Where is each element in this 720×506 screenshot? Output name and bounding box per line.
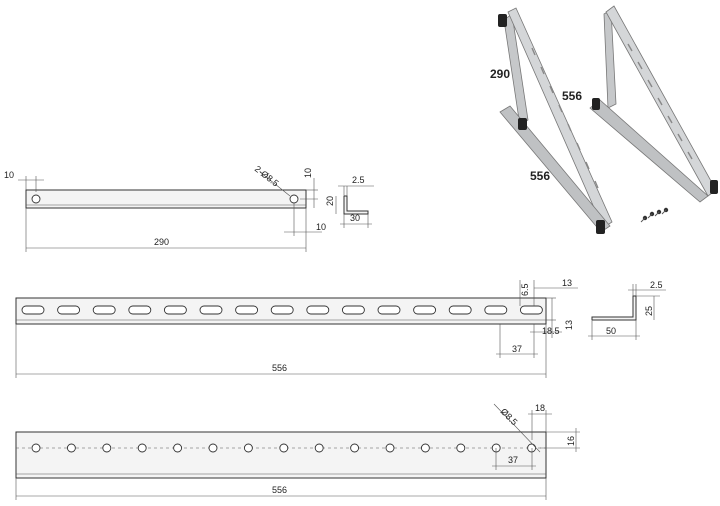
- mounting-hole: [31, 443, 41, 453]
- photo-diagonal-rail: [507, 7, 613, 229]
- holed-rail-body: [15, 431, 547, 479]
- slotted-rail-profile: [591, 295, 637, 321]
- dim-end: 18: [535, 403, 545, 413]
- dim-hole-callout: 2-Ø8.5: [253, 164, 281, 189]
- mounting-hole: [314, 443, 324, 453]
- hole-row: [31, 443, 537, 453]
- mounting-slot: [199, 305, 223, 315]
- mounting-hole: [208, 443, 218, 453]
- dim-slot-offset: 37: [512, 344, 522, 354]
- dim-length: 556: [272, 485, 287, 495]
- mounting-hole: [527, 443, 537, 453]
- mounting-slot: [128, 305, 152, 315]
- mounting-hole: [102, 443, 112, 453]
- slotted-rail-drawing: 6.5 13 18.5 13 37 556 2.5 25 50: [15, 278, 666, 378]
- dim-height: 25: [644, 306, 654, 316]
- mounting-slot: [21, 305, 45, 315]
- mounting-hole: [66, 443, 76, 453]
- mounting-slot: [306, 305, 330, 315]
- dim-thickness: 2.5: [650, 280, 663, 290]
- mounting-slot: [448, 305, 472, 315]
- mounting-hole: [173, 443, 183, 453]
- dim-hole-callout: Ø8.5: [499, 406, 520, 427]
- dim-width: 30: [350, 213, 360, 223]
- dim-thickness: 2.5: [352, 175, 365, 185]
- mounting-slot: [270, 305, 294, 315]
- dim-slot-height: 13: [562, 278, 572, 288]
- mounting-slot: [413, 305, 437, 315]
- mounting-hole: [456, 443, 466, 453]
- dim-slot-length: 18.5: [542, 326, 560, 336]
- bracket-photo: 290 556 556: [490, 5, 718, 234]
- mounting-hole: [289, 194, 299, 204]
- dim-hole-vertical: 10: [303, 168, 313, 178]
- dim-right: 10: [316, 222, 326, 232]
- photo-screws: [640, 207, 669, 223]
- dim-height: 16: [566, 436, 576, 446]
- mounting-slot: [163, 305, 187, 315]
- holed-rail-drawing: Ø8.5 18 16 37 556: [15, 403, 580, 500]
- photo-end-cap: [592, 98, 600, 110]
- photo-label-556: 556: [562, 89, 582, 103]
- mounting-slot: [235, 305, 259, 315]
- photo-label-290: 290: [490, 67, 510, 81]
- mounting-slot: [57, 305, 81, 315]
- short-rail-profile: [343, 195, 369, 215]
- photo-base-rail: [499, 105, 611, 233]
- photo-end-cap: [596, 220, 605, 234]
- dim-side: 13: [564, 320, 574, 330]
- dim-length: 290: [154, 237, 169, 247]
- mounting-slot: [377, 305, 401, 315]
- dim-slot-width: 6.5: [520, 283, 530, 296]
- dim-width: 50: [606, 326, 616, 336]
- mounting-hole: [243, 443, 253, 453]
- photo-end-cap: [518, 118, 527, 130]
- photo-end-cap: [498, 14, 507, 27]
- mounting-slot: [92, 305, 116, 315]
- slot-row: [21, 305, 543, 315]
- mounting-hole: [31, 194, 41, 204]
- short-rail-drawing: 10 2-Ø8.5 10 290 10 2.5 20 30: [4, 164, 374, 252]
- dim-height: 20: [325, 196, 335, 206]
- photo-end-cap: [710, 180, 718, 194]
- mounting-slot: [484, 305, 508, 315]
- dim-edge: 10: [4, 170, 14, 180]
- mounting-slot: [341, 305, 365, 315]
- mounting-slot: [519, 305, 543, 315]
- mounting-hole: [350, 443, 360, 453]
- mounting-hole: [279, 443, 289, 453]
- photo-label-556: 556: [530, 169, 550, 183]
- dim-length: 556: [272, 363, 287, 373]
- mounting-hole: [385, 443, 395, 453]
- mounting-hole: [420, 443, 430, 453]
- mounting-hole: [137, 443, 147, 453]
- dim-offset: 37: [508, 455, 518, 465]
